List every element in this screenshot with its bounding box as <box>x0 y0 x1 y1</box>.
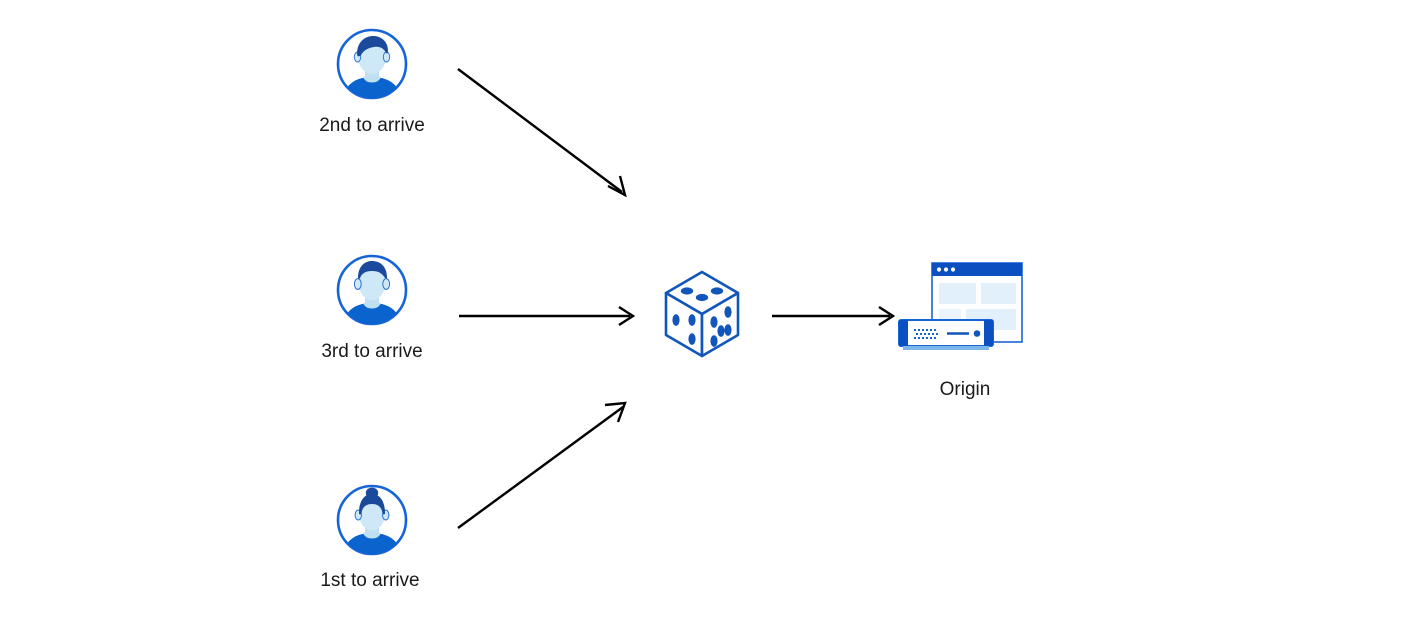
user-avatar-icon <box>334 482 410 558</box>
dice-icon <box>661 268 743 360</box>
edge-3rd-to-dice <box>459 305 636 327</box>
origin-server-icon <box>895 258 1025 358</box>
client-3rd-label: 3rd to arrive <box>321 341 423 362</box>
user-avatar-icon <box>334 26 410 102</box>
client-2nd-label: 2nd to arrive <box>319 115 425 136</box>
client-1st-label: 1st to arrive <box>320 570 420 591</box>
edge-1st-to-dice <box>457 401 627 529</box>
origin-label: Origin <box>939 379 991 400</box>
server-appliance-icon <box>898 319 994 350</box>
user-avatar-icon <box>334 252 410 328</box>
edge-dice-to-origin <box>772 305 896 327</box>
